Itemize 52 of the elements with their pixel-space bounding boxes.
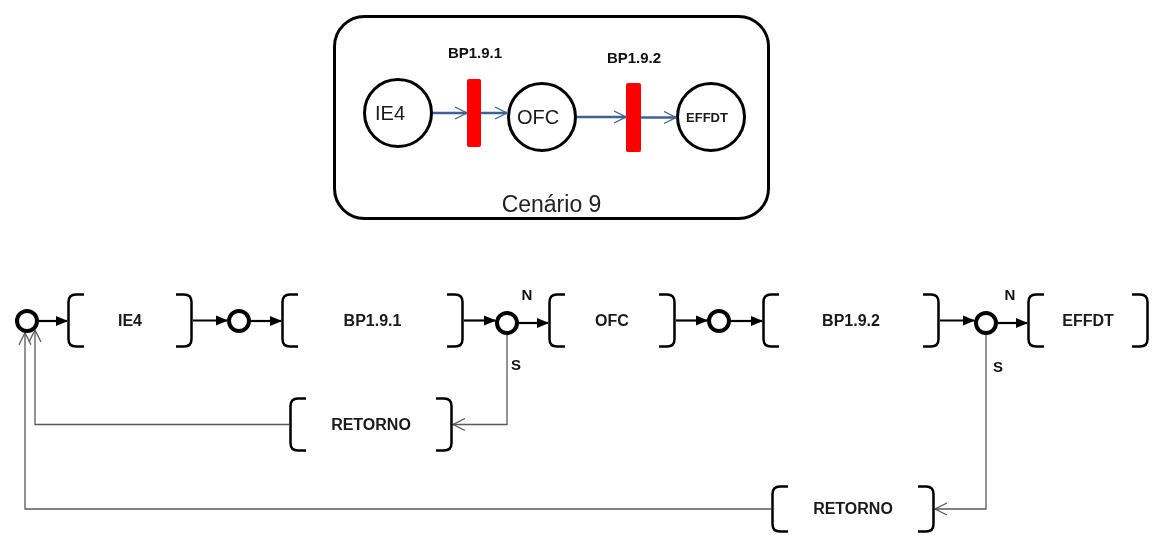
arrow — [519, 318, 549, 328]
arrow — [934, 334, 987, 516]
arrow — [577, 110, 627, 124]
arrow — [28, 329, 290, 426]
step-label: RETORNO — [331, 415, 411, 434]
junction-circle — [974, 311, 998, 335]
arrow — [193, 315, 228, 326]
bracket-box — [548, 293, 676, 348]
arrow — [251, 316, 282, 326]
arrow — [641, 110, 677, 125]
arrow — [464, 315, 496, 326]
junction-circle — [495, 311, 519, 335]
branch-label: N — [1004, 285, 1016, 303]
arrow — [433, 106, 468, 120]
scenario-panel — [333, 15, 770, 220]
bar-label: BP1.9.1 — [447, 43, 503, 61]
step-label: RETORNO — [813, 500, 893, 518]
state-label: EFFDT — [685, 109, 729, 125]
arrow — [452, 334, 508, 432]
step-label: BP1.9.2 — [822, 311, 880, 330]
arrow — [940, 315, 975, 326]
barrier-bar — [467, 79, 481, 147]
step-label: BP1.9.1 — [343, 311, 402, 330]
state-circle — [507, 82, 577, 152]
branch-label: N — [521, 285, 533, 303]
bracket-box — [281, 293, 464, 348]
scenario-title: Cenário 9 — [500, 191, 603, 218]
branch-label: S — [511, 355, 521, 373]
arrow — [676, 315, 708, 326]
bracket-box — [771, 485, 935, 533]
bracket-box — [1027, 293, 1149, 348]
arrow — [481, 106, 508, 120]
state-label: IE4 — [374, 101, 406, 125]
state-label: OFC — [515, 105, 561, 129]
step-label: OFC — [595, 311, 629, 330]
arrow — [39, 316, 68, 326]
branch-label: S — [993, 357, 1003, 375]
junction-circle — [15, 309, 39, 333]
bracket-box — [762, 293, 940, 348]
bracket-box — [289, 397, 453, 452]
arrow — [998, 318, 1028, 328]
junction-circle — [707, 309, 731, 333]
step-label: IE4 — [118, 311, 142, 330]
bracket-box — [67, 293, 193, 348]
barrier-bar — [626, 83, 641, 152]
step-label: EFFDT — [1062, 311, 1114, 330]
arrow — [18, 332, 772, 510]
state-circle — [363, 78, 433, 148]
junction-circle — [227, 309, 251, 333]
bar-label: BP1.9.2 — [606, 48, 662, 66]
arrow — [731, 316, 763, 326]
state-circle — [676, 82, 746, 152]
